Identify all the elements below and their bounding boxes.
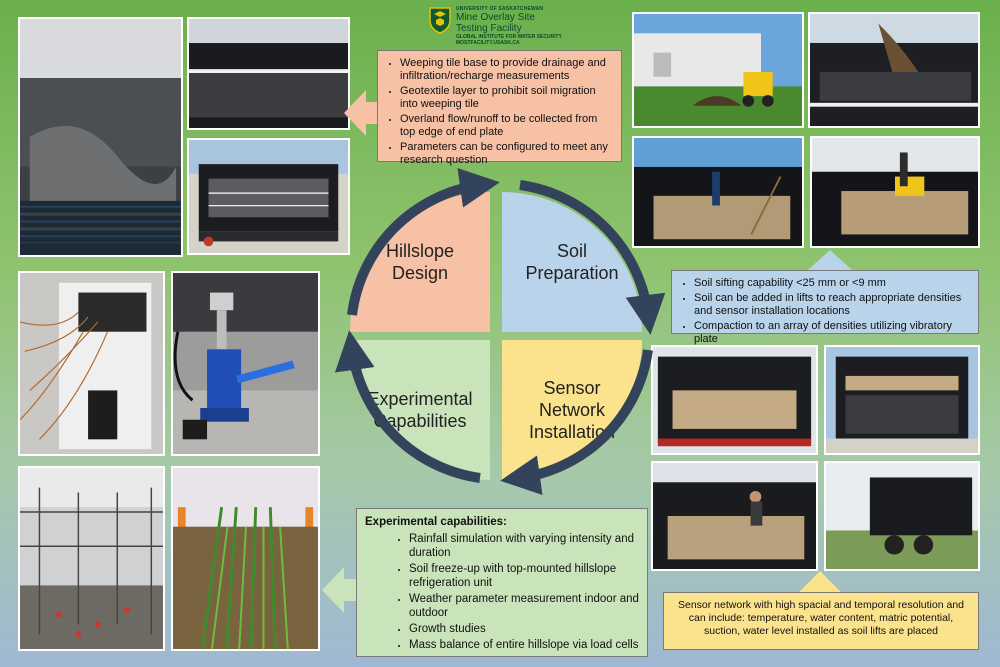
photo-trailer-soil-lift — [651, 345, 818, 455]
cycle-arrows — [334, 167, 666, 496]
soil-label-line1: Soil — [556, 241, 587, 261]
photo-sensor-installation — [651, 461, 818, 571]
photo-growth-study — [171, 466, 320, 651]
list-item: Compaction to an array of densities util… — [694, 320, 972, 346]
experimental-label-line2: Capabilities — [373, 411, 467, 431]
experimental-capabilities-info-box: Experimental capabilities: Rainfall simu… — [356, 508, 648, 657]
arc-arrow-top-left — [347, 167, 500, 316]
sensor-network-info-box: Sensor network with high spacial and tem… — [663, 592, 979, 650]
hillslope-label-line2: Design — [391, 263, 449, 283]
sensor-network-text: Sensor network with high spacial and tem… — [678, 599, 964, 637]
photo-skid-steer-soil — [632, 12, 804, 128]
list-item: Soil can be added in lifts to reach appr… — [694, 292, 972, 318]
list-item: Growth studies — [409, 622, 639, 636]
sensor-label-line1: Sensor — [543, 378, 601, 398]
soil-label-line2: Preparation — [525, 263, 619, 283]
list-item: Soil sifting capability <25 mm or <9 mm — [694, 277, 972, 290]
experimental-heading: Experimental capabilities: — [365, 516, 507, 528]
list-item: Parameters can be configured to meet any… — [400, 141, 615, 167]
hillslope-design-info-box: Weeping tile base to provide drainage an… — [377, 50, 622, 166]
arc-arrow-bottom-left — [334, 330, 481, 483]
callout-arrow-soil — [808, 250, 852, 270]
experimental-label-line1: Experimental — [367, 389, 473, 409]
list-item: Weeping tile base to provide drainage an… — [400, 57, 615, 83]
shield-icon — [429, 7, 451, 34]
arc-arrow-bottom-right — [500, 349, 653, 496]
list-item: Mass balance of entire hillslope via loa… — [409, 638, 639, 652]
photo-weeping-tile-geotextile — [18, 17, 183, 257]
callout-arrow-sensor — [798, 571, 842, 593]
list-item: Overland flow/runoff to be collected fro… — [400, 113, 615, 139]
photo-vibratory-plate-compaction — [810, 136, 980, 248]
hillslope-label-line1: Hillslope — [385, 241, 455, 261]
sensor-label-line3: Installation — [528, 422, 616, 442]
photo-soil-leveling — [632, 136, 804, 248]
photo-soil-dumping — [808, 12, 980, 128]
photo-rainfall-simulator-indoor — [18, 466, 165, 651]
soil-preparation-list: Soil sifting capability <25 mm or <9 mm … — [678, 277, 972, 346]
photo-trailer-end-view — [824, 345, 980, 455]
facility-title-line1: Mine Overlay Site — [456, 12, 535, 23]
soil-preparation-info-box: Soil sifting capability <25 mm or <9 mm … — [671, 270, 979, 345]
list-item: Soil freeze-up with top-mounted hillslop… — [409, 562, 639, 590]
list-item: Rainfall simulation with varying intensi… — [409, 532, 639, 560]
sensor-label-line2: Network — [538, 400, 605, 420]
institute-name: GLOBAL INSTITUTE FOR WATER SECURITY — [456, 34, 562, 40]
facility-url: MOSTFACILITY.USASK.CA — [456, 40, 520, 46]
photo-geotextile-trailer — [187, 17, 350, 130]
university-name: UNIVERSITY OF SASKATCHEWAN — [456, 6, 544, 12]
photo-datalogger-wiring — [18, 271, 165, 456]
experimental-list: Rainfall simulation with varying intensi… — [365, 532, 639, 652]
photo-outdoor-trailer — [824, 461, 980, 571]
photo-trailer-end-plate — [187, 138, 350, 255]
callout-arrow-experimental — [322, 567, 362, 613]
university-logo: UNIVERSITY OF SASKATCHEWAN Mine Overlay … — [428, 6, 562, 46]
hillslope-design-list: Weeping tile base to provide drainage an… — [384, 57, 615, 167]
list-item: Geotextile layer to prohibit soil migrat… — [400, 85, 615, 111]
callout-arrow-hillslope — [344, 90, 384, 136]
arc-arrow-top-right — [519, 180, 666, 335]
photo-hydraulic-jack-load-cell — [171, 271, 320, 456]
facility-title-line2: Testing Facility — [456, 23, 522, 34]
list-item: Weather parameter measurement indoor and… — [409, 592, 639, 620]
